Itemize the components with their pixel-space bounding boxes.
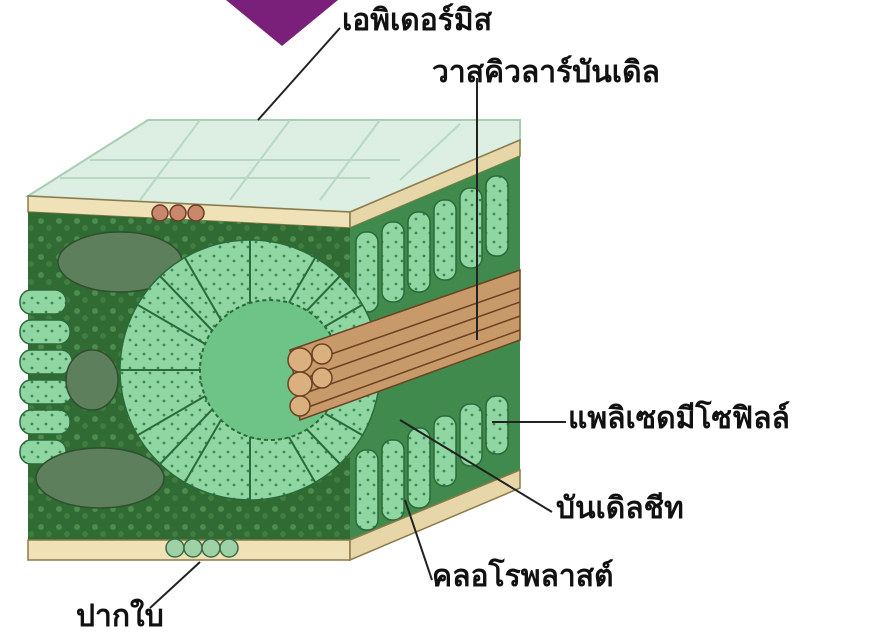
palisade-mesophyll-label: แพลิเซดมีโซฟิลล์ — [568, 404, 790, 434]
upper-stoma-guard-cells — [152, 205, 204, 221]
epidermis-label: เอพิเดอร์มิส — [342, 6, 492, 36]
vascular-bundle-label: วาสคิวลาร์บันเดิล — [432, 58, 660, 88]
chloroplast-label: คลอโรพลาสต์ — [432, 562, 614, 592]
accent-triangle — [226, 0, 338, 46]
bundle-sheath-label: บันเดิลชีท — [556, 494, 684, 524]
stoma-label: ปากใบ — [76, 602, 164, 632]
